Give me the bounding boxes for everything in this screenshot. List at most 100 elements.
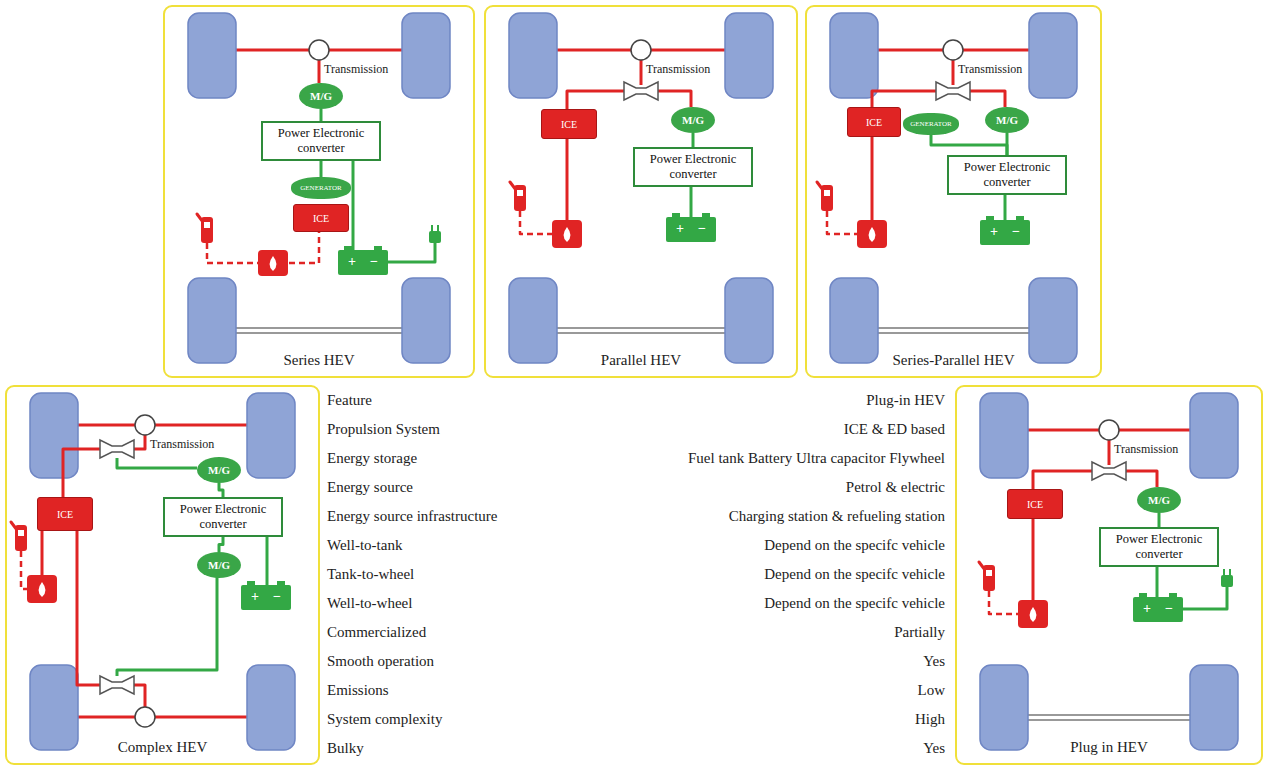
- fuel-drop: [1030, 607, 1037, 622]
- wheel: [1190, 665, 1238, 750]
- battery-terminal: [344, 246, 352, 250]
- table-cell: Low: [918, 681, 946, 699]
- fuel-line: [520, 211, 552, 234]
- rear-axle: [78, 716, 247, 719]
- table-cell: Depend on the specifc vehicle: [764, 565, 945, 583]
- fuel-line: [827, 211, 857, 234]
- motor-generator: M/G: [197, 552, 241, 578]
- fuel-line: [1032, 515, 1035, 600]
- engine-shaft: [77, 527, 100, 685]
- battery-terminal: [702, 213, 710, 217]
- panel-caption: Parallel HEV: [486, 352, 796, 369]
- drive-shaft: [640, 60, 643, 85]
- fuel-drop: [869, 227, 876, 242]
- fuel-line: [566, 135, 569, 220]
- battery-sign: +: [247, 588, 263, 606]
- panel-caption: Series HEV: [165, 352, 473, 369]
- power-link: [219, 537, 223, 552]
- rear-axle: [878, 327, 1029, 329]
- battery: [338, 250, 388, 275]
- battery-wire: [352, 155, 355, 250]
- table-cell: Yes: [923, 739, 945, 757]
- transmission-label: Transmission: [150, 437, 214, 451]
- differential: [1099, 420, 1119, 440]
- power-link: [931, 135, 1007, 155]
- battery-terminal: [247, 581, 255, 585]
- fuel-pump: [983, 565, 995, 591]
- fuel-line: [207, 243, 258, 263]
- motor-generator: M/G: [299, 83, 343, 109]
- engine-shaft: [1033, 471, 1092, 489]
- battery-sign: −: [694, 220, 710, 238]
- motor-shaft: [1126, 471, 1157, 487]
- power-link: [320, 161, 323, 177]
- table-cell: Energy source: [327, 478, 413, 496]
- table-cell: Emissions: [327, 681, 389, 699]
- plug-prong: [1224, 569, 1230, 575]
- table-cell: Propulsion System: [327, 420, 440, 438]
- plug: [429, 231, 441, 243]
- table-cell: Fuel tank Battery Ultra capacitor Flywhe…: [688, 449, 945, 467]
- hev-panel: Series HEV M/G Power Electronic converterG…: [163, 5, 475, 378]
- battery-sign: −: [269, 588, 285, 606]
- converter-box: Power Electronic converter: [163, 497, 283, 537]
- wheel: [247, 393, 295, 478]
- table-cell: Partially: [894, 623, 945, 641]
- power-link: [219, 483, 223, 497]
- wheel: [402, 13, 450, 98]
- wheel: [402, 278, 450, 363]
- table-cell: Depend on the specifc vehicle: [764, 536, 945, 554]
- fuel-drop: [39, 582, 46, 597]
- node-text: M/G: [682, 114, 704, 126]
- drive-shaft: [318, 60, 321, 83]
- fuel-line: [989, 591, 1018, 614]
- wheel: [725, 278, 773, 363]
- rear-axle: [878, 332, 1029, 334]
- rear-axle: [557, 332, 725, 334]
- generator: GENERATOR: [291, 177, 351, 199]
- wheel: [1029, 13, 1077, 98]
- wheel: [247, 665, 295, 750]
- fuel-tank: [1018, 600, 1048, 628]
- node-text: M/G: [208, 559, 230, 571]
- node-text: Power Electronic converter: [953, 160, 1061, 190]
- battery-terminal: [1169, 593, 1177, 597]
- table-cell: Bulky: [327, 739, 364, 757]
- engine-shaft: [872, 91, 936, 107]
- plug: [1221, 575, 1233, 587]
- battery: [666, 217, 716, 242]
- panel-caption: Plug in HEV: [957, 739, 1261, 756]
- table-cell: Charging station & refueling station: [729, 507, 945, 525]
- table-cell: Well-to-tank: [327, 536, 402, 554]
- motor-shaft: [658, 91, 691, 107]
- transmission-label: Transmission: [958, 62, 1022, 76]
- wheel: [830, 13, 878, 98]
- converter-box: Power Electronic converter: [261, 121, 381, 161]
- wheel: [509, 13, 557, 98]
- node-text: GENERATOR: [300, 184, 341, 192]
- engine: ICE: [1007, 489, 1063, 519]
- drive-shaft: [952, 60, 955, 85]
- engine-shaft: [63, 449, 100, 497]
- node-text: ICE: [313, 213, 329, 224]
- drive-shaft: [134, 685, 145, 707]
- battery-terminal: [1016, 216, 1024, 220]
- battery-terminal: [1139, 593, 1147, 597]
- wheel: [188, 13, 236, 98]
- rear-axle: [1028, 719, 1190, 721]
- fuel-pump: [15, 525, 27, 551]
- fuel-line: [41, 527, 44, 575]
- engine: ICE: [37, 497, 93, 531]
- motor-link: [117, 458, 197, 468]
- plug-wire: [388, 237, 435, 262]
- battery-terminal: [374, 246, 382, 250]
- fuel-line: [871, 133, 874, 220]
- node-text: M/G: [310, 90, 332, 102]
- clutch: [624, 82, 658, 100]
- table-cell: Depend on the specifc vehicle: [764, 594, 945, 612]
- wheel: [30, 665, 78, 750]
- differential: [309, 40, 329, 60]
- table-cell: Smooth operation: [327, 652, 434, 670]
- node-text: Power Electronic converter: [1105, 532, 1213, 562]
- table-cell: Petrol & electric: [846, 478, 945, 496]
